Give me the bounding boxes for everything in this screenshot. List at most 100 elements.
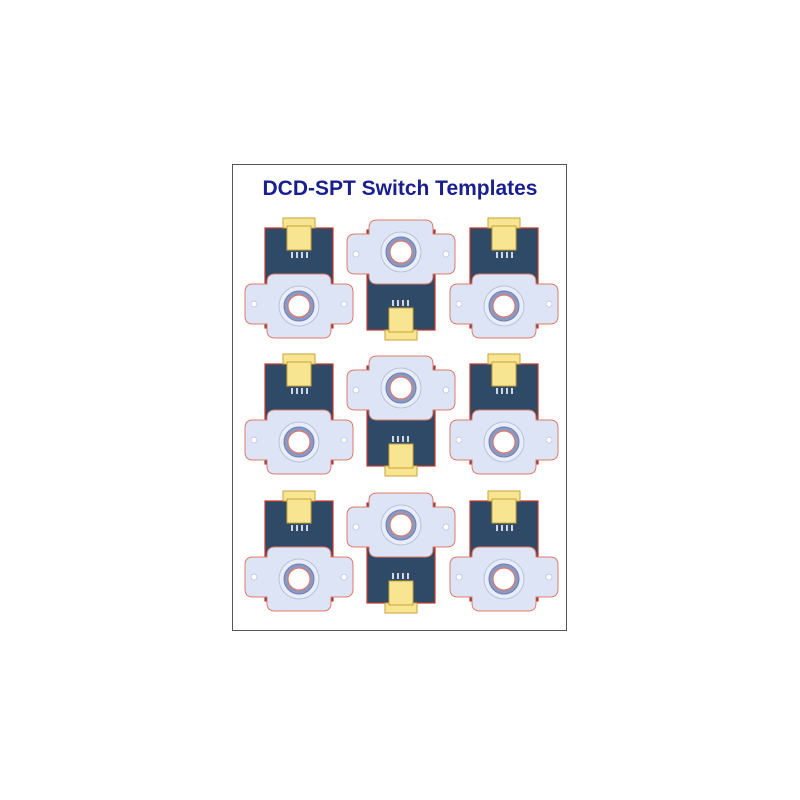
connector-pin (291, 525, 293, 531)
connector-pin (306, 525, 308, 531)
switch-template-group (449, 490, 559, 612)
connector-pin (402, 573, 404, 579)
connector-body (491, 225, 517, 251)
switch-template-group (346, 355, 456, 477)
connector-body (491, 361, 517, 387)
switch-template-drawing (449, 353, 559, 475)
screw-hole-left (250, 300, 258, 308)
switch-template-drawing (244, 490, 354, 612)
connector-pin (496, 525, 498, 531)
sheet-title: DCD-SPT Switch Templates (262, 177, 538, 200)
switch-template (446, 489, 562, 615)
screw-hole-right (340, 300, 348, 308)
shaft-hole (492, 430, 516, 454)
connector-body (286, 498, 312, 524)
connector-pin (296, 525, 298, 531)
connector-pin (392, 436, 394, 442)
connector-pin (301, 252, 303, 258)
screw-hole-right (352, 523, 360, 531)
connector-pin (291, 252, 293, 258)
connector-pin (306, 388, 308, 394)
connector-pin (501, 252, 503, 258)
connector-pin (397, 573, 399, 579)
connector-body (388, 307, 414, 333)
connector-pin (296, 252, 298, 258)
connector-pin (291, 388, 293, 394)
switch-template-group (244, 353, 354, 475)
connector-pin (511, 525, 513, 531)
switch-template (446, 216, 562, 342)
switch-template (343, 352, 459, 478)
connector-pin (506, 388, 508, 394)
screw-hole-right (545, 436, 553, 444)
screw-hole-left (455, 573, 463, 581)
switch-template (241, 489, 357, 615)
switch-template-drawing (346, 219, 456, 341)
switch-template-drawing (449, 217, 559, 339)
connector-pin (397, 436, 399, 442)
connector-body (491, 498, 517, 524)
screw-hole-right (352, 250, 360, 258)
shaft-hole (389, 376, 413, 400)
connector-pin (397, 300, 399, 306)
screw-hole-left (442, 386, 450, 394)
connector-body (286, 225, 312, 251)
screw-hole-left (455, 300, 463, 308)
screw-hole-right (545, 300, 553, 308)
connector-pin (402, 436, 404, 442)
screw-hole-left (250, 436, 258, 444)
connector-pin (392, 300, 394, 306)
screw-hole-left (442, 250, 450, 258)
switch-template-drawing (346, 355, 456, 477)
screw-hole-right (545, 573, 553, 581)
switch-template-drawing (346, 492, 456, 614)
switch-template-drawing (449, 490, 559, 612)
switch-template-group (244, 490, 354, 612)
connector-pin (407, 436, 409, 442)
switch-template (446, 352, 562, 478)
screw-hole-right (340, 573, 348, 581)
switch-template-group (449, 353, 559, 475)
shaft-hole (389, 240, 413, 264)
connector-pin (496, 388, 498, 394)
switch-template-group (346, 219, 456, 341)
connector-pin (306, 252, 308, 258)
switch-template-group (449, 217, 559, 339)
switch-template (343, 489, 459, 615)
screw-hole-left (455, 436, 463, 444)
connector-body (286, 361, 312, 387)
switch-template-group (244, 217, 354, 339)
connector-pin (402, 300, 404, 306)
screw-hole-left (250, 573, 258, 581)
connector-pin (501, 388, 503, 394)
connector-pin (496, 252, 498, 258)
shaft-hole (492, 294, 516, 318)
connector-pin (506, 252, 508, 258)
screw-hole-left (442, 523, 450, 531)
switch-template-drawing (244, 353, 354, 475)
switch-template-group (346, 492, 456, 614)
switch-template (241, 216, 357, 342)
switch-template (241, 352, 357, 478)
connector-pin (511, 252, 513, 258)
connector-pin (407, 300, 409, 306)
shaft-hole (287, 294, 311, 318)
connector-pin (301, 388, 303, 394)
shaft-hole (389, 513, 413, 537)
shaft-hole (287, 567, 311, 591)
connector-pin (301, 525, 303, 531)
connector-pin (407, 573, 409, 579)
switch-template (343, 216, 459, 342)
connector-pin (506, 525, 508, 531)
connector-pin (511, 388, 513, 394)
connector-body (388, 443, 414, 469)
shaft-hole (492, 567, 516, 591)
screw-hole-right (352, 386, 360, 394)
connector-pin (296, 388, 298, 394)
screw-hole-right (340, 436, 348, 444)
connector-pin (392, 573, 394, 579)
connector-pin (501, 525, 503, 531)
connector-body (388, 580, 414, 606)
shaft-hole (287, 430, 311, 454)
switch-template-drawing (244, 217, 354, 339)
